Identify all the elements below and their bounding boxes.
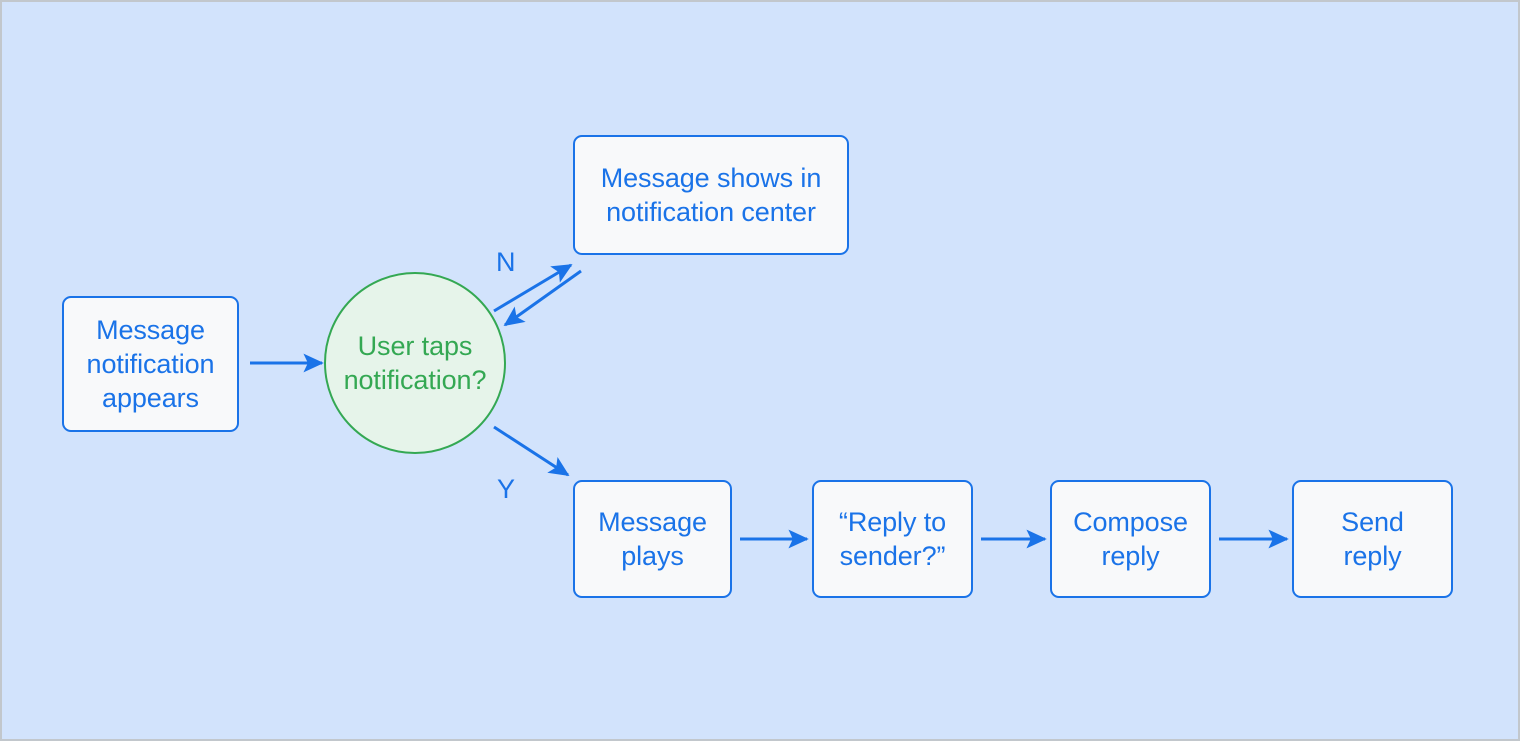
user-taps-notification-decision[interactable]: User taps notification? xyxy=(324,272,506,454)
edge-label-yes: Y xyxy=(497,474,516,504)
reply-to-sender-node[interactable]: “Reply to sender?” xyxy=(812,480,973,598)
message-shows-in-notification-center-node[interactable]: Message shows in notification center xyxy=(573,135,849,255)
compose-reply-node[interactable]: Compose reply xyxy=(1050,480,1211,598)
edge-decision-to-message-plays xyxy=(493,425,570,477)
message-plays-node[interactable]: Message plays xyxy=(573,480,732,598)
edge-label-no: N xyxy=(496,247,516,277)
message-notification-appears-node[interactable]: Message notification appears xyxy=(62,296,239,432)
edge-notification-center-to-decision xyxy=(503,269,582,327)
send-reply-node[interactable]: Send reply xyxy=(1292,480,1453,598)
